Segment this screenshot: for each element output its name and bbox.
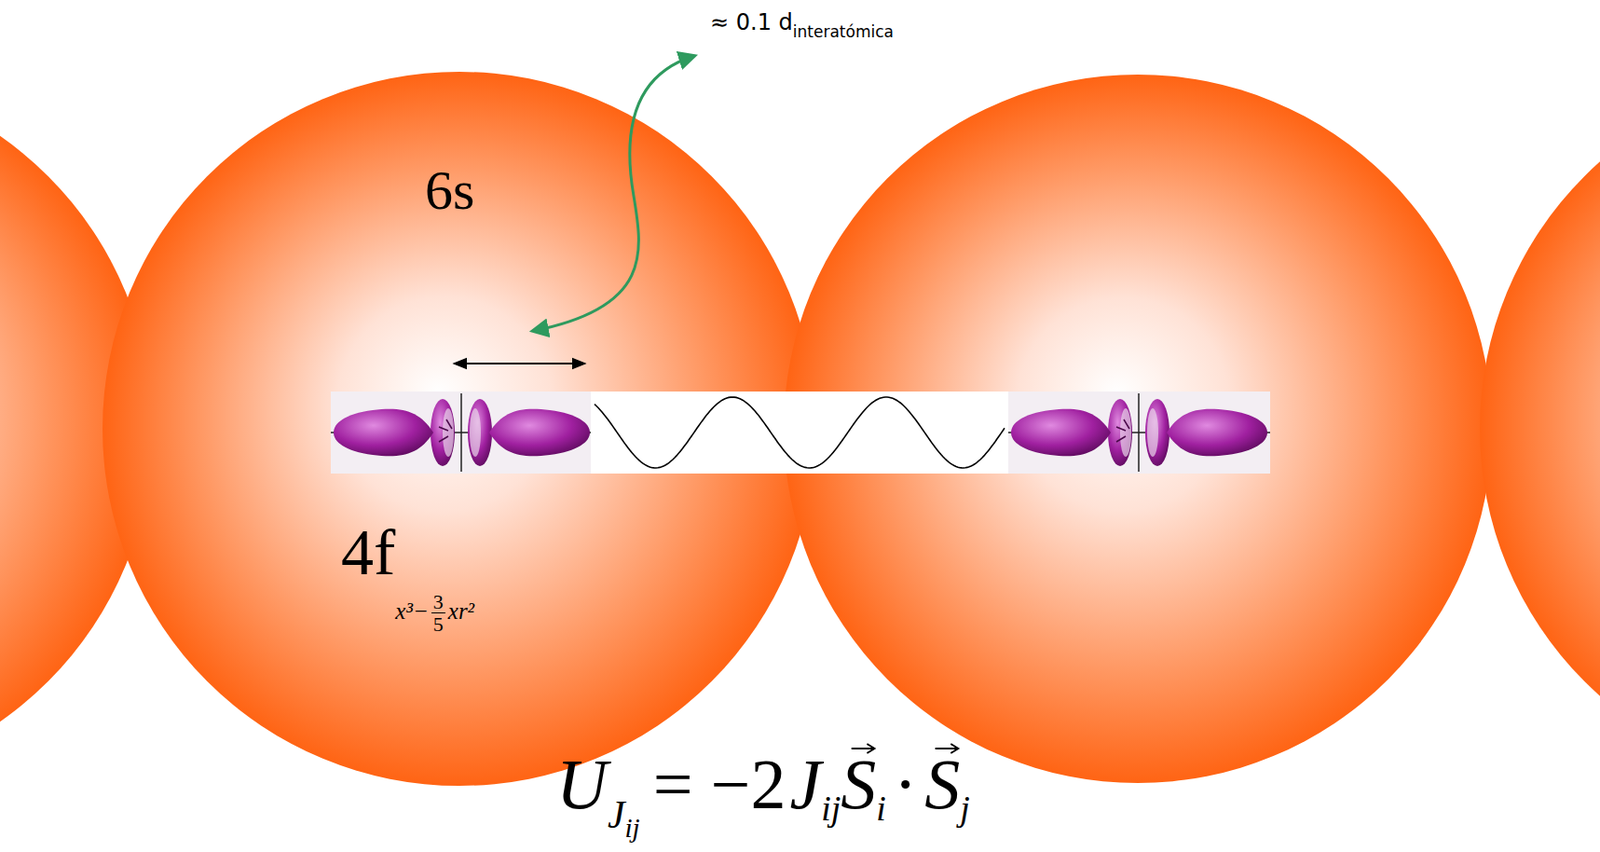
- subscript-term: xr²: [448, 598, 475, 624]
- orbital-subscript: x³−35xr²: [395, 590, 475, 635]
- fraction-numerator: 3: [431, 590, 446, 614]
- formula-operator: = −2: [653, 744, 787, 823]
- formula-operator: ·: [893, 744, 917, 823]
- formula-symbol: J: [789, 744, 821, 823]
- distance-label: ≈ 0.1 dinteratómica: [710, 9, 894, 42]
- distance-value: ≈ 0.1 d: [710, 9, 794, 36]
- formula-subscript: j: [959, 788, 971, 828]
- orbital-6s: 6s: [424, 159, 475, 221]
- orbital-label: 6s: [424, 158, 475, 223]
- formula-subscript: ij: [624, 812, 640, 843]
- orbital-4f: 4f: [341, 516, 396, 589]
- fraction: 35: [431, 590, 446, 635]
- subscript-term: x³−: [395, 598, 428, 624]
- formula-subscript: ij: [820, 788, 841, 828]
- formula-subscript: Jij: [607, 793, 641, 836]
- formula-subscript: i: [875, 788, 887, 828]
- formula-symbol: S: [840, 744, 876, 823]
- fraction-denominator: 5: [431, 613, 446, 635]
- formula-symbol: U: [556, 744, 608, 823]
- formula-subscript: J: [607, 793, 626, 836]
- distance-subscript: interatómica: [793, 22, 894, 42]
- orbital-label: 4fx³−35xr²: [341, 515, 475, 635]
- exchange-formula: UJij= −2JijSi·Sj: [556, 743, 971, 844]
- formula-symbol: S: [924, 744, 960, 823]
